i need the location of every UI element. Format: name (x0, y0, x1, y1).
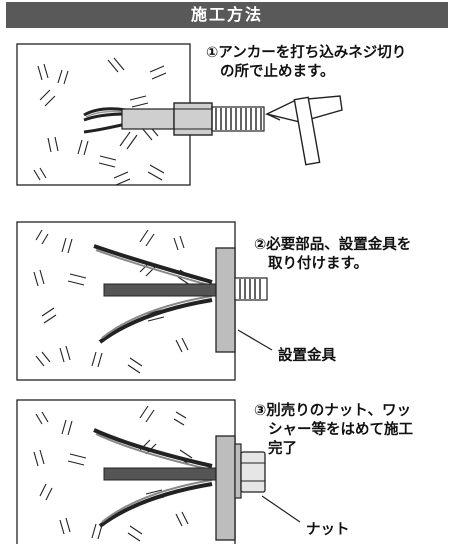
bolt-thread (234, 277, 268, 301)
step3-caption: ③別売りのナット、ワッ シャー等をはめて施工 完了 (254, 402, 413, 459)
nut-icon (240, 451, 266, 493)
step3-diagram (16, 399, 301, 544)
step1-caption-line1: ①アンカーを打ち込みネジ切り (206, 45, 407, 61)
section-header: 施工方法 (6, 2, 448, 28)
step2-diagram (16, 221, 273, 381)
mounting-bracket-icon (215, 247, 236, 353)
bracket-label: 設置金具 (278, 348, 336, 364)
step3-caption-line2: シャー等をはめて施工 (268, 422, 413, 438)
step1-diagram (16, 43, 343, 186)
anchor-bolt-icon (83, 102, 265, 136)
mounting-bracket-icon (215, 435, 236, 541)
nut-label: ナット (306, 522, 350, 538)
step1-caption: ①アンカーを打ち込みネジ切り の所で止めます。 (206, 44, 406, 82)
bracket-leader-line (237, 329, 273, 351)
hammer-icon (264, 95, 343, 166)
step1-caption-line2: の所で止めます。 (220, 64, 335, 80)
anchor-bolt-icon (93, 428, 217, 528)
step2-caption-line2: 取り付けます。 (268, 256, 369, 272)
concrete-texture (33, 229, 193, 374)
step3-caption-line1: ③別売りのナット、ワッ (254, 403, 411, 419)
section-title: 施工方法 (190, 5, 263, 24)
concrete-texture (33, 57, 167, 186)
step2-caption-line1: ②必要部品、設置金具を (254, 237, 412, 253)
step2-caption: ②必要部品、設置金具を 取り付けます。 (254, 236, 411, 274)
washer (234, 443, 242, 499)
nut-leader-line (261, 495, 301, 523)
step3-caption-line3: 完了 (268, 441, 297, 457)
anchor-bolt-icon (93, 244, 217, 344)
